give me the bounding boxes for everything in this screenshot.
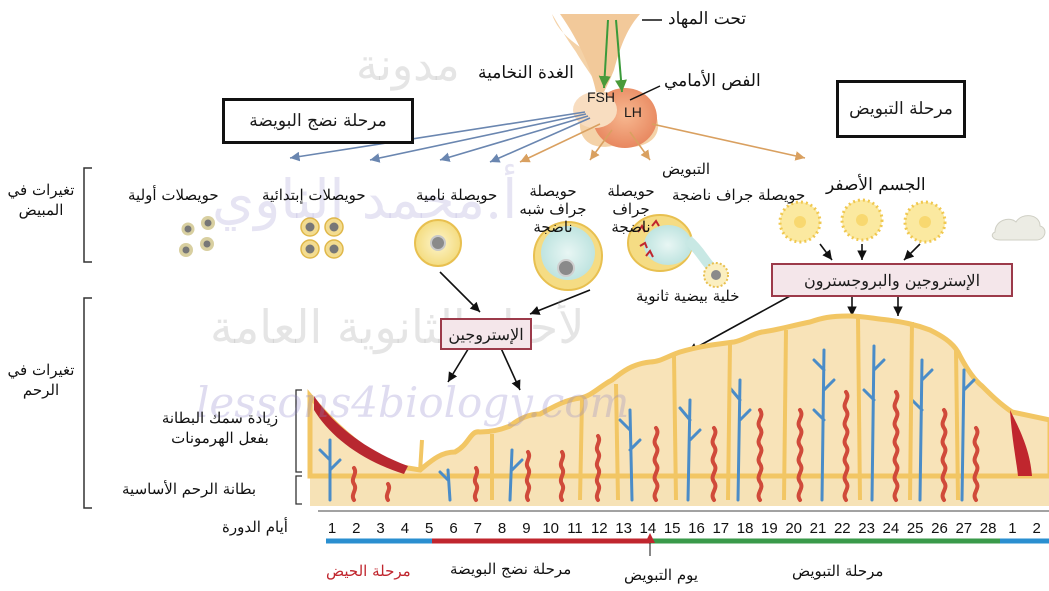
day-number: 3 [369,520,393,537]
corpus-albicans [992,216,1045,240]
label-semi-graafian: حويصلة جراف شبه ناضجة [516,182,590,236]
label-graafian: حويصلة جراف ناضجة [592,182,670,236]
estrogen-box: الإستروجين [440,318,532,350]
label-hypothalamus: تحت المهاد [668,10,746,28]
day-number: 5 [417,520,441,537]
label-graafian-right: حويصلة جراف ناضجة [672,186,805,204]
day-number: 1 [1000,520,1024,537]
day-number: 16 [685,520,709,537]
label-lh: LH [624,104,642,120]
endometrium-bracket-top [296,390,302,472]
day-number: 4 [393,520,417,537]
corpus-luteum-cells [780,200,945,242]
label-menstrual-phase: مرحلة الحيض [326,562,411,580]
day-number: 21 [806,520,830,537]
label-growing-follicle: حويصلة نامية [416,186,497,204]
day-number: 2 [344,520,368,537]
label-endometrium-thickening: زيادة سمك البطانة بفعل الهرمونات [150,408,290,448]
day-number: 9 [514,520,538,537]
day-number: 22 [830,520,854,537]
endometrium-illustration [310,316,1049,506]
label-cycle-days: أيام الدورة [222,518,288,536]
label-primary-follicles: حويصلات إبتدائية [262,186,366,204]
label-primordial-follicles: حويصلات أولية [128,186,219,204]
primordial-follicles [179,216,215,257]
label-ovary-changes: تغيرات في المبيض [6,180,76,220]
day-number: 24 [879,520,903,537]
label-fsh: FSH [587,89,615,105]
day-number: 28 [976,520,1000,537]
day-number: 11 [563,520,587,537]
day-number: 23 [855,520,879,537]
label-anterior-lobe: الفص الأمامي [664,72,761,90]
day-number: 10 [539,520,563,537]
label-corpus-luteum: الجسم الأصفر [826,176,926,194]
day-number: 7 [466,520,490,537]
day-number: 17 [709,520,733,537]
day-number: 27 [952,520,976,537]
day-number: 26 [928,520,952,537]
growing-follicle [415,220,461,266]
day-number: 12 [587,520,611,537]
label-ovulation: التبويض [662,160,710,178]
follicular-phase-box: مرحلة نضج البويضة [222,98,414,144]
primary-follicles [301,218,343,258]
label-ovulation-day: يوم التبويض [624,566,698,584]
label-pituitary: الغدة النخامية [478,64,574,82]
ovary-bracket [84,168,92,262]
day-number: 6 [442,520,466,537]
label-follicular-phase: مرحلة نضج البويضة [450,560,571,578]
estrogen-progesterone-box: الإستروجين والبروجسترون [771,263,1013,297]
secondary-oocyte [704,263,728,287]
endometrium-bracket-bottom [296,476,302,504]
day-number: 8 [490,520,514,537]
label-secondary-oocyte: خلية بيضية ثانوية [636,287,740,305]
uterus-bracket [84,298,92,508]
label-uterus-changes: تغيرات في الرحم [6,360,76,400]
ovulatory-phase-box: مرحلة التبويض [836,80,966,138]
day-number: 2 [1025,520,1049,537]
day-number: 14 [636,520,660,537]
label-basal-endometrium: بطانة الرحم الأساسية [122,480,256,498]
day-number: 1 [320,520,344,537]
day-number: 19 [757,520,781,537]
label-luteal-phase: مرحلة التبويض [792,562,883,580]
day-number: 13 [612,520,636,537]
day-number: 20 [782,520,806,537]
day-number: 15 [660,520,684,537]
day-number: 18 [733,520,757,537]
day-number: 25 [903,520,927,537]
